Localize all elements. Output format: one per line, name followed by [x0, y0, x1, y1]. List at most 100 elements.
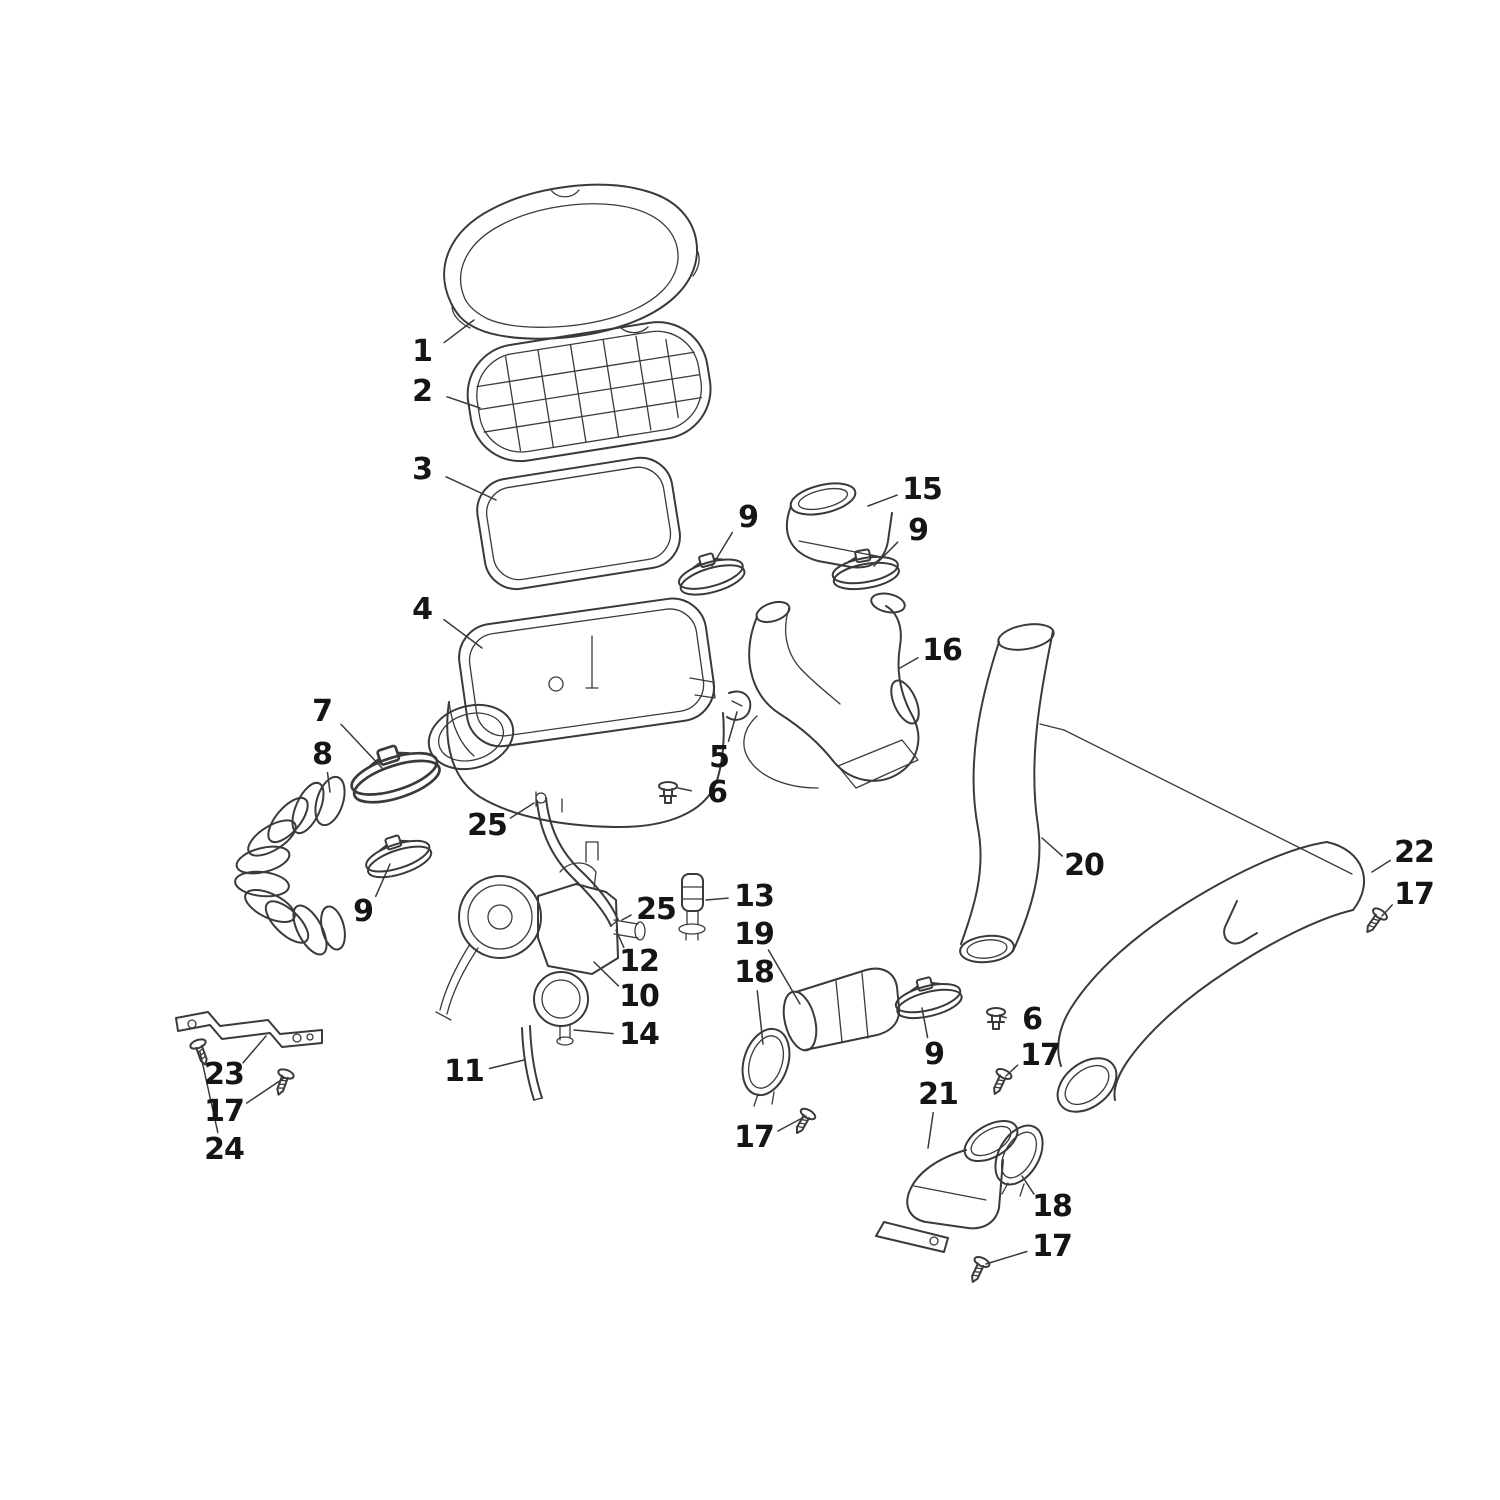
callout-label-rear-intake-tube: 22: [1394, 835, 1435, 870]
leader-line-vent-hose-end: [615, 929, 625, 949]
callout-label-spring-clamp-1: 18: [734, 955, 775, 990]
part-21-carb-boot: [875, 1119, 1019, 1253]
callout-label-screw-2: 17: [1020, 1038, 1061, 1073]
part-2-filter-screen: [466, 321, 712, 463]
leader-line-bracket: [242, 1035, 267, 1064]
leader-line-carburetor: [593, 961, 620, 987]
callout-label-filter-element: 3: [412, 452, 433, 487]
leader-line-screw-long: [199, 1051, 219, 1134]
leader-line-screw-1: [1381, 904, 1394, 917]
leader-line-spring-clamp-2: [1021, 1175, 1035, 1195]
leader-line-screw-5: [245, 1077, 285, 1104]
part-13-check-valve: [678, 873, 706, 941]
callout-label-airbox-body: 4: [412, 592, 433, 627]
part-4-airbox-body: [427, 597, 725, 829]
part-17-screw-1: [1359, 905, 1390, 938]
leader-line-filter-screen: [446, 396, 481, 409]
part-17-screw-4: [964, 1253, 992, 1287]
part-6-push-rivet-1: [658, 781, 678, 804]
part-16-intake-flange: [743, 592, 920, 789]
leader-line-airbox-cover: [443, 319, 475, 344]
leader-line-vent-fitting: [509, 802, 535, 819]
callout-label-carb-boot: 21: [918, 1077, 959, 1112]
callout-label-screw-1: 17: [1394, 877, 1435, 912]
callout-label-bracket: 23: [204, 1057, 245, 1092]
leader-line-check-valve: [705, 897, 729, 901]
callout-label-filter-screen: 2: [412, 374, 433, 409]
leader-line-intake-flange: [899, 657, 919, 669]
part-25-vent-hose: [535, 792, 619, 927]
part-1-airbox-cover: [443, 183, 700, 340]
leader-line-drain-hose: [488, 1059, 525, 1070]
leader-line-hose-clamp-3: [374, 863, 391, 898]
part-6-push-rivet-2: [986, 1007, 1006, 1030]
part-17-screw-5: [269, 1066, 296, 1099]
leader-line-clip: [727, 711, 738, 742]
callout-label-spring-clamp-2: 18: [1032, 1189, 1073, 1224]
leader-line-intake-duct: [326, 771, 331, 793]
leader-line-vent-hose: [621, 914, 632, 921]
leader-line-screw-3: [777, 1115, 807, 1132]
part-17-screw-2: [986, 1065, 1014, 1099]
callout-label-hose-clamp-2: 9: [908, 513, 929, 548]
leader-line-front-intake-tube: [1041, 837, 1064, 857]
callout-label-intake-flange: 16: [922, 633, 963, 668]
leader-line-rear-intake-tube: [1371, 859, 1392, 873]
part-9-hose-clamp-3: [359, 825, 436, 885]
alignment-line: [1063, 729, 1353, 875]
callout-label-vent-fitting: 25: [467, 808, 508, 843]
callout-label-vent-hose-end: 12: [619, 944, 660, 979]
callout-label-carburetor: 10: [619, 979, 660, 1014]
callout-label-clip: 5: [709, 740, 730, 775]
part-11-drain-hose: [521, 1025, 543, 1101]
leader-line-drain-fitting: [573, 1029, 614, 1035]
part-20-front-intake-tube: [959, 623, 1065, 964]
callout-label-hose-clamp-1: 9: [738, 500, 759, 535]
leader-line-spring-clamp-1: [756, 990, 764, 1045]
callout-label-drain-hose: 11: [444, 1054, 485, 1089]
callout-label-hose-clamp-3: 9: [353, 894, 374, 929]
callout-label-push-rivet-2: 6: [1022, 1002, 1043, 1037]
callout-label-airbox-cover: 1: [412, 334, 433, 369]
leader-line-hose-clamp-2: [873, 541, 899, 567]
part-19-duct-boot: [782, 967, 901, 1052]
callout-label-screw-long: 24: [204, 1132, 245, 1167]
callout-label-intake-boot: 15: [902, 472, 943, 507]
leader-line-carb-boot: [927, 1111, 934, 1149]
part-9-hose-clamp-1: [672, 544, 749, 602]
leader-line-screw-4: [985, 1250, 1028, 1265]
leader-line-hose-clamp-4: [921, 1007, 929, 1039]
part-14-drain-fitting: [556, 1023, 574, 1046]
callout-label-front-intake-tube: 20: [1064, 848, 1105, 883]
part-5-clip: [726, 690, 752, 721]
callout-label-screw-4: 17: [1032, 1229, 1073, 1264]
part-22-rear-intake-tube: [1056, 841, 1365, 1113]
part-23-bracket: [175, 1011, 323, 1048]
callout-label-check-valve: 13: [734, 879, 775, 914]
callout-label-duct-boot: 19: [734, 917, 775, 952]
callout-label-vent-hose: 25: [636, 892, 677, 927]
leader-line-clamp-large: [340, 723, 383, 769]
callout-label-intake-duct: 8: [312, 737, 333, 772]
callout-label-screw-3: 17: [734, 1120, 775, 1155]
part-10-carburetor: [435, 841, 646, 1027]
part-15-intake-boot: [786, 482, 893, 569]
part-8-intake-duct: [234, 775, 346, 956]
callout-label-clamp-large: 7: [312, 694, 333, 729]
callout-label-drain-fitting: 14: [619, 1017, 660, 1052]
leader-line-push-rivet-1: [677, 787, 692, 792]
leader-line-hose-clamp-1: [711, 531, 734, 567]
part-9-hose-clamp-4: [890, 969, 966, 1025]
part-9-hose-clamp-2: [828, 543, 902, 595]
part-3-filter-element: [476, 456, 681, 591]
leader-line-screw-2: [1005, 1064, 1019, 1077]
callout-label-hose-clamp-4: 9: [924, 1037, 945, 1072]
leader-line-airbox-body: [443, 618, 483, 649]
leader-lines: [199, 319, 1394, 1265]
leader-line-duct-boot: [767, 949, 801, 1005]
callout-label-push-rivet-1: 6: [707, 775, 728, 810]
part-18-spring-clamp-1: [741, 1027, 791, 1107]
leader-line-filter-element: [445, 476, 497, 501]
